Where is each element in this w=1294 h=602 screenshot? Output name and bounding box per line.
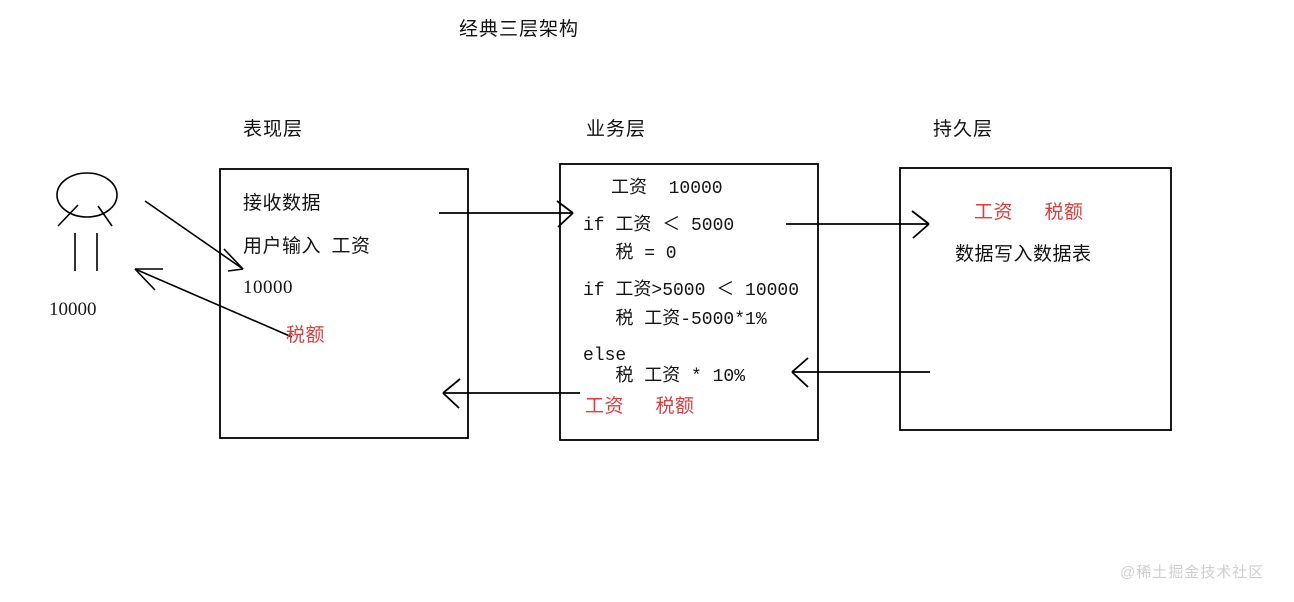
layer-label-presentation: 表现层	[243, 119, 304, 140]
presentation-line-1: 接收数据	[243, 193, 322, 214]
business-line-7: 税 工资 * 10%	[583, 367, 746, 387]
business-line-3: 税 = 0	[583, 244, 677, 264]
business-line-5: 税 工资-5000*1%	[583, 310, 767, 330]
business-line-4: if 工资>5000 ＜ 10000	[583, 281, 800, 301]
presentation-line-2: 用户输入 工资	[243, 236, 371, 257]
stick-figure-arm-right	[97, 205, 113, 227]
stick-figure-user	[56, 172, 118, 271]
persistence-layer-box	[899, 167, 1172, 431]
arrow-presentation-to-business	[439, 200, 574, 228]
arrow-presentation-to-user	[134, 268, 293, 338]
presentation-line-3: 10000	[243, 277, 293, 298]
watermark: @稀土掘金技术社区	[1120, 564, 1265, 581]
arrow-user-to-presentation	[144, 200, 244, 272]
business-layer-box	[559, 163, 819, 441]
actor-value-label: 10000	[49, 299, 97, 320]
business-line-6: else	[583, 346, 627, 366]
arrow-business-to-presentation	[442, 378, 580, 409]
presentation-red-line-1: 税额	[286, 325, 326, 346]
presentation-layer-box	[219, 168, 469, 439]
arrow-business-to-persistence	[786, 210, 930, 239]
layer-label-persistence: 持久层	[933, 119, 994, 140]
stick-figure-arm-left	[57, 204, 79, 227]
layer-label-business: 业务层	[586, 119, 647, 140]
business-line-2: if 工资 ＜ 5000	[583, 216, 735, 236]
persistence-red-line-1: 工资 税额	[974, 202, 1084, 223]
persistence-line-1: 数据写入数据表	[955, 244, 1092, 265]
business-red-line-1: 工资 税额	[585, 396, 695, 417]
business-line-1: 工资 10000	[611, 179, 723, 199]
stick-figure-head	[56, 172, 118, 218]
arrow-persistence-to-business	[791, 357, 930, 388]
page-title: 经典三层架构	[459, 19, 580, 40]
